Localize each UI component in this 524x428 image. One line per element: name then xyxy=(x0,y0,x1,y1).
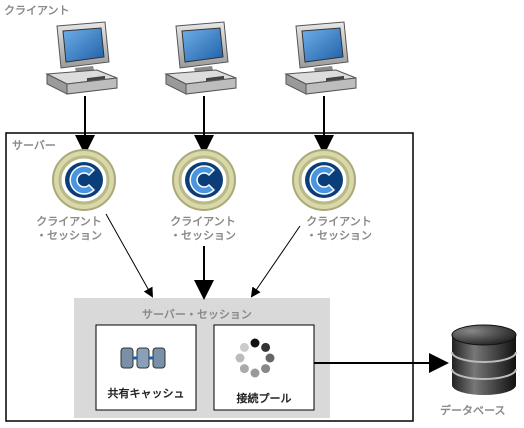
server-box xyxy=(5,132,414,422)
client-session-label-1-line1: クライアント xyxy=(36,215,102,228)
shared-cache-label: 共有キャッシュ xyxy=(107,387,185,400)
client-session-label-3-line1: クライアント xyxy=(306,215,372,228)
arrow-session3-to-server-session xyxy=(250,225,301,298)
client-computer-1 xyxy=(46,21,118,95)
database-cylinder-icon xyxy=(451,324,517,395)
database-label: データベース xyxy=(440,404,506,417)
client-session-label-1: クライアント ・セッション xyxy=(14,215,124,243)
client-session-c-icon-2 xyxy=(171,148,237,212)
client-session-label-3: クライアント ・セッション xyxy=(284,215,394,243)
client-session-label-2-line2: ・セッション xyxy=(170,229,236,242)
connection-pool-label: 接続プール xyxy=(236,392,292,405)
client-session-label-2-line1: クライアント xyxy=(170,215,236,228)
arrow-session1-to-server-session xyxy=(105,213,153,298)
cache-disks-icon xyxy=(120,347,166,369)
client-session-label-2: クライアント ・セッション xyxy=(148,215,258,243)
client-session-c-icon-1 xyxy=(51,148,117,212)
server-label: サーバー xyxy=(12,139,56,152)
client-computer-3 xyxy=(285,21,357,95)
client-session-label-1-line2: ・セッション xyxy=(36,229,102,242)
client-group-label: クライアント xyxy=(4,4,70,17)
client-session-label-3-line2: ・セッション xyxy=(306,229,372,242)
connection-pool-spinner-icon xyxy=(235,338,275,378)
client-session-c-icon-3 xyxy=(291,148,357,212)
server-session-label: サーバー・セッション xyxy=(142,308,252,321)
client-computer-2 xyxy=(165,21,237,95)
